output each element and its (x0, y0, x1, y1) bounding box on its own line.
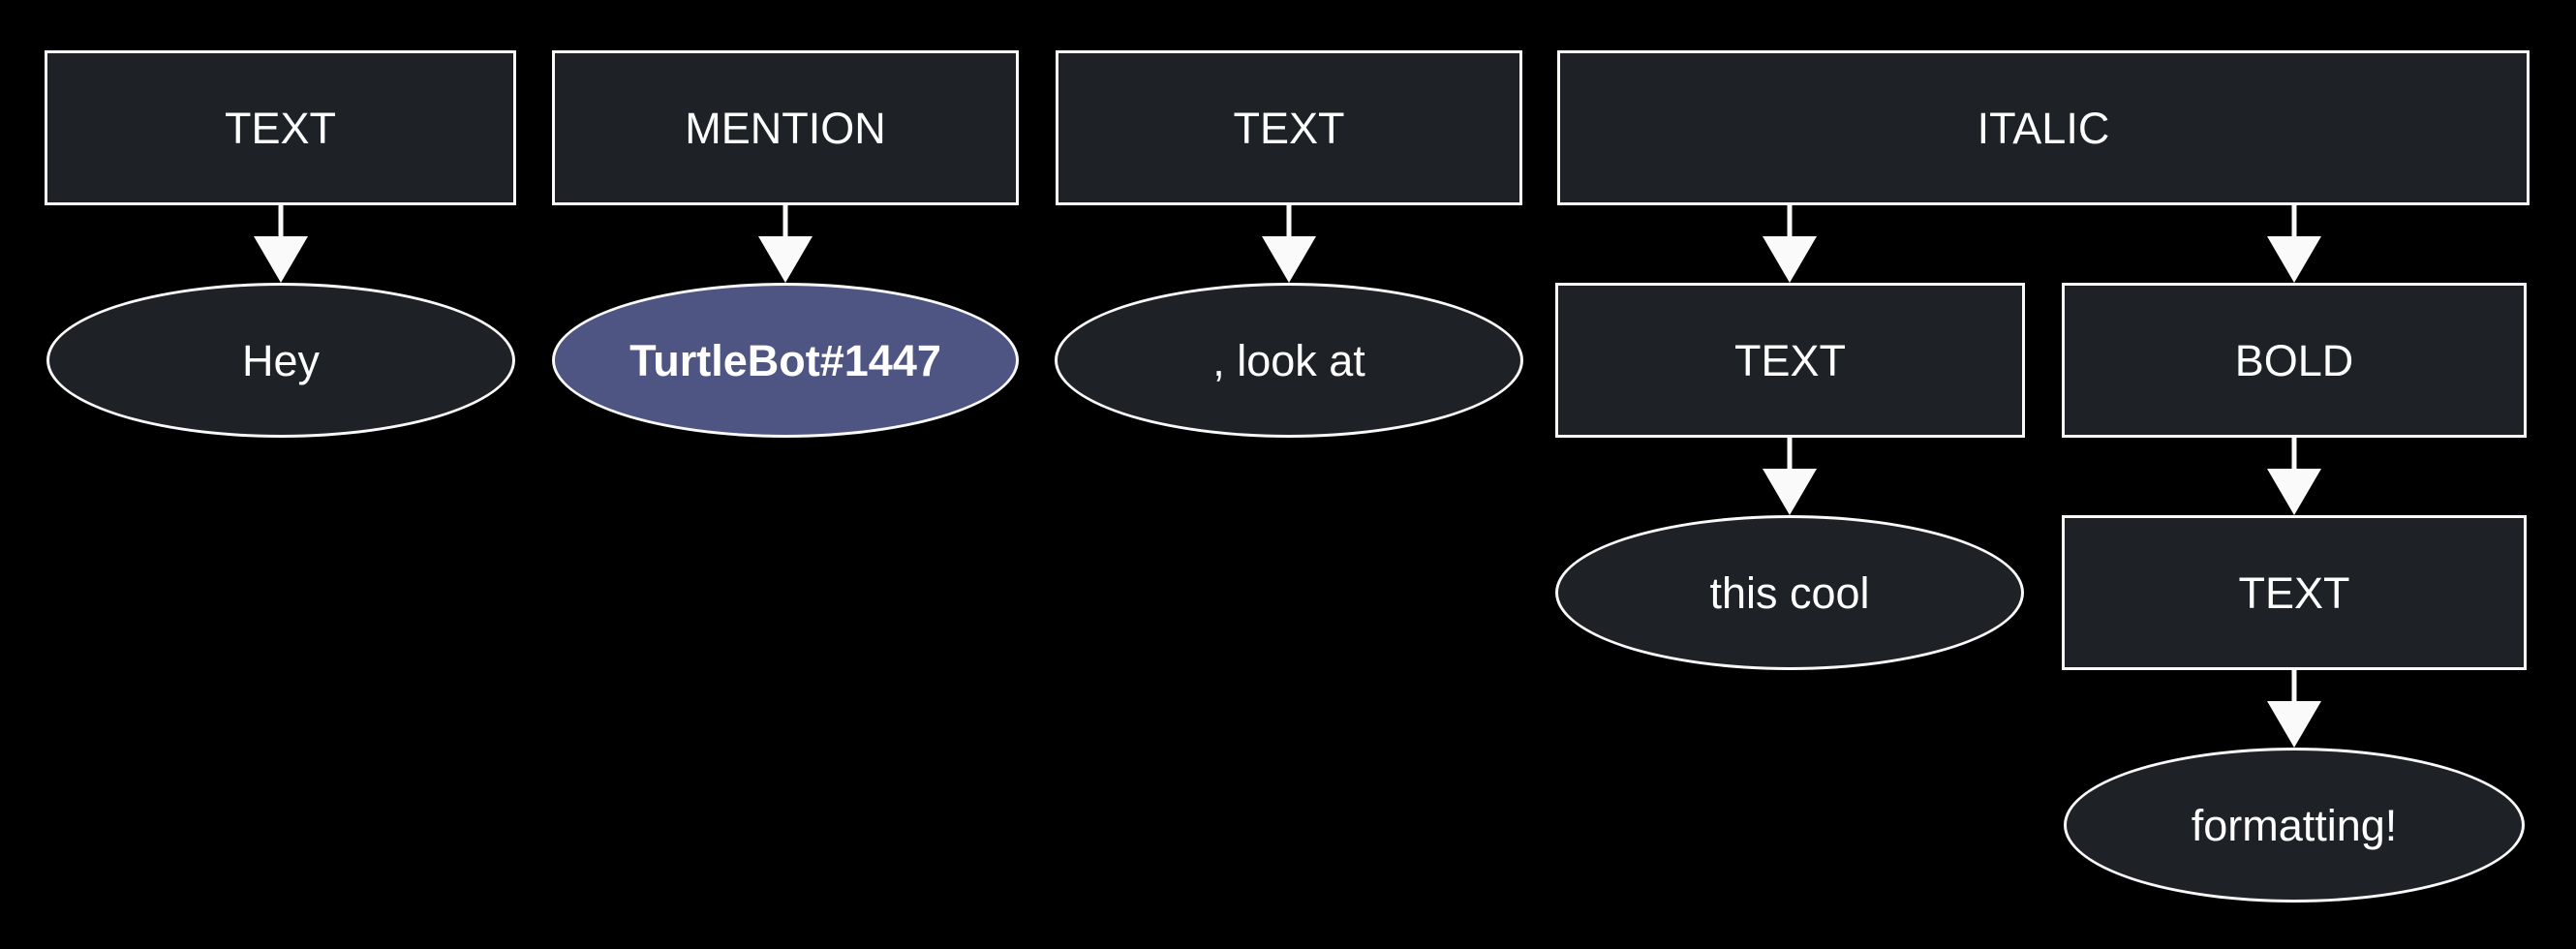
edge-text1-hey (254, 205, 308, 283)
arrow-stem (278, 205, 284, 238)
node-value: Hey (241, 335, 321, 385)
arrow-stem (782, 205, 788, 238)
edge-bold-text (2267, 438, 2321, 515)
arrow-stem (2291, 205, 2297, 238)
edge-italic-text (1763, 205, 1817, 283)
node-label: TEXT (224, 103, 336, 153)
node-box-mention: MENTION (552, 50, 1019, 205)
node-label: MENTION (685, 103, 886, 153)
node-label: TEXT (1233, 103, 1345, 153)
arrow-stem (1787, 205, 1793, 238)
arrow-head-icon (1763, 469, 1817, 515)
arrow-head-icon (1262, 236, 1316, 283)
node-label: TEXT (2238, 567, 2350, 618)
node-value: formatting! (2191, 800, 2398, 850)
node-ellipse-this-cool: this cool (1555, 515, 2024, 670)
arrow-head-icon (2267, 469, 2321, 515)
node-value: TurtleBot#1447 (629, 335, 941, 385)
arrow-head-icon (1763, 236, 1817, 283)
arrow-head-icon (2267, 236, 2321, 283)
node-label: TEXT (1733, 335, 1846, 385)
node-ellipse-formatting: formatting! (2064, 748, 2525, 903)
node-box-italic: ITALIC (1557, 50, 2530, 205)
arrow-stem (1787, 438, 1793, 471)
node-label: BOLD (2234, 335, 2354, 385)
node-box-text-2: TEXT (1056, 50, 1522, 205)
arrow-stem (1286, 205, 1292, 238)
edge-mention-user (758, 205, 813, 283)
edge-text-formatting (2267, 670, 2321, 748)
edge-text-thiscool (1763, 438, 1817, 515)
node-box-italic-text: TEXT (1555, 283, 2025, 438)
edge-italic-bold (2267, 205, 2321, 283)
node-box-bold: BOLD (2062, 283, 2527, 438)
node-value: this cool (1709, 567, 1870, 618)
node-box-bold-text: TEXT (2062, 515, 2527, 670)
arrow-head-icon (254, 236, 308, 283)
arrow-head-icon (758, 236, 813, 283)
arrow-stem (2291, 670, 2297, 703)
node-ellipse-mention-user: TurtleBot#1447 (552, 283, 1019, 438)
arrow-head-icon (2267, 701, 2321, 748)
edge-text2-lookat (1262, 205, 1316, 283)
node-ellipse-hey: Hey (46, 283, 515, 438)
arrow-stem (2291, 438, 2297, 471)
node-value: , look at (1212, 335, 1365, 385)
node-label: ITALIC (1977, 103, 2110, 153)
node-box-text-1: TEXT (45, 50, 516, 205)
node-ellipse-look-at: , look at (1055, 283, 1523, 438)
